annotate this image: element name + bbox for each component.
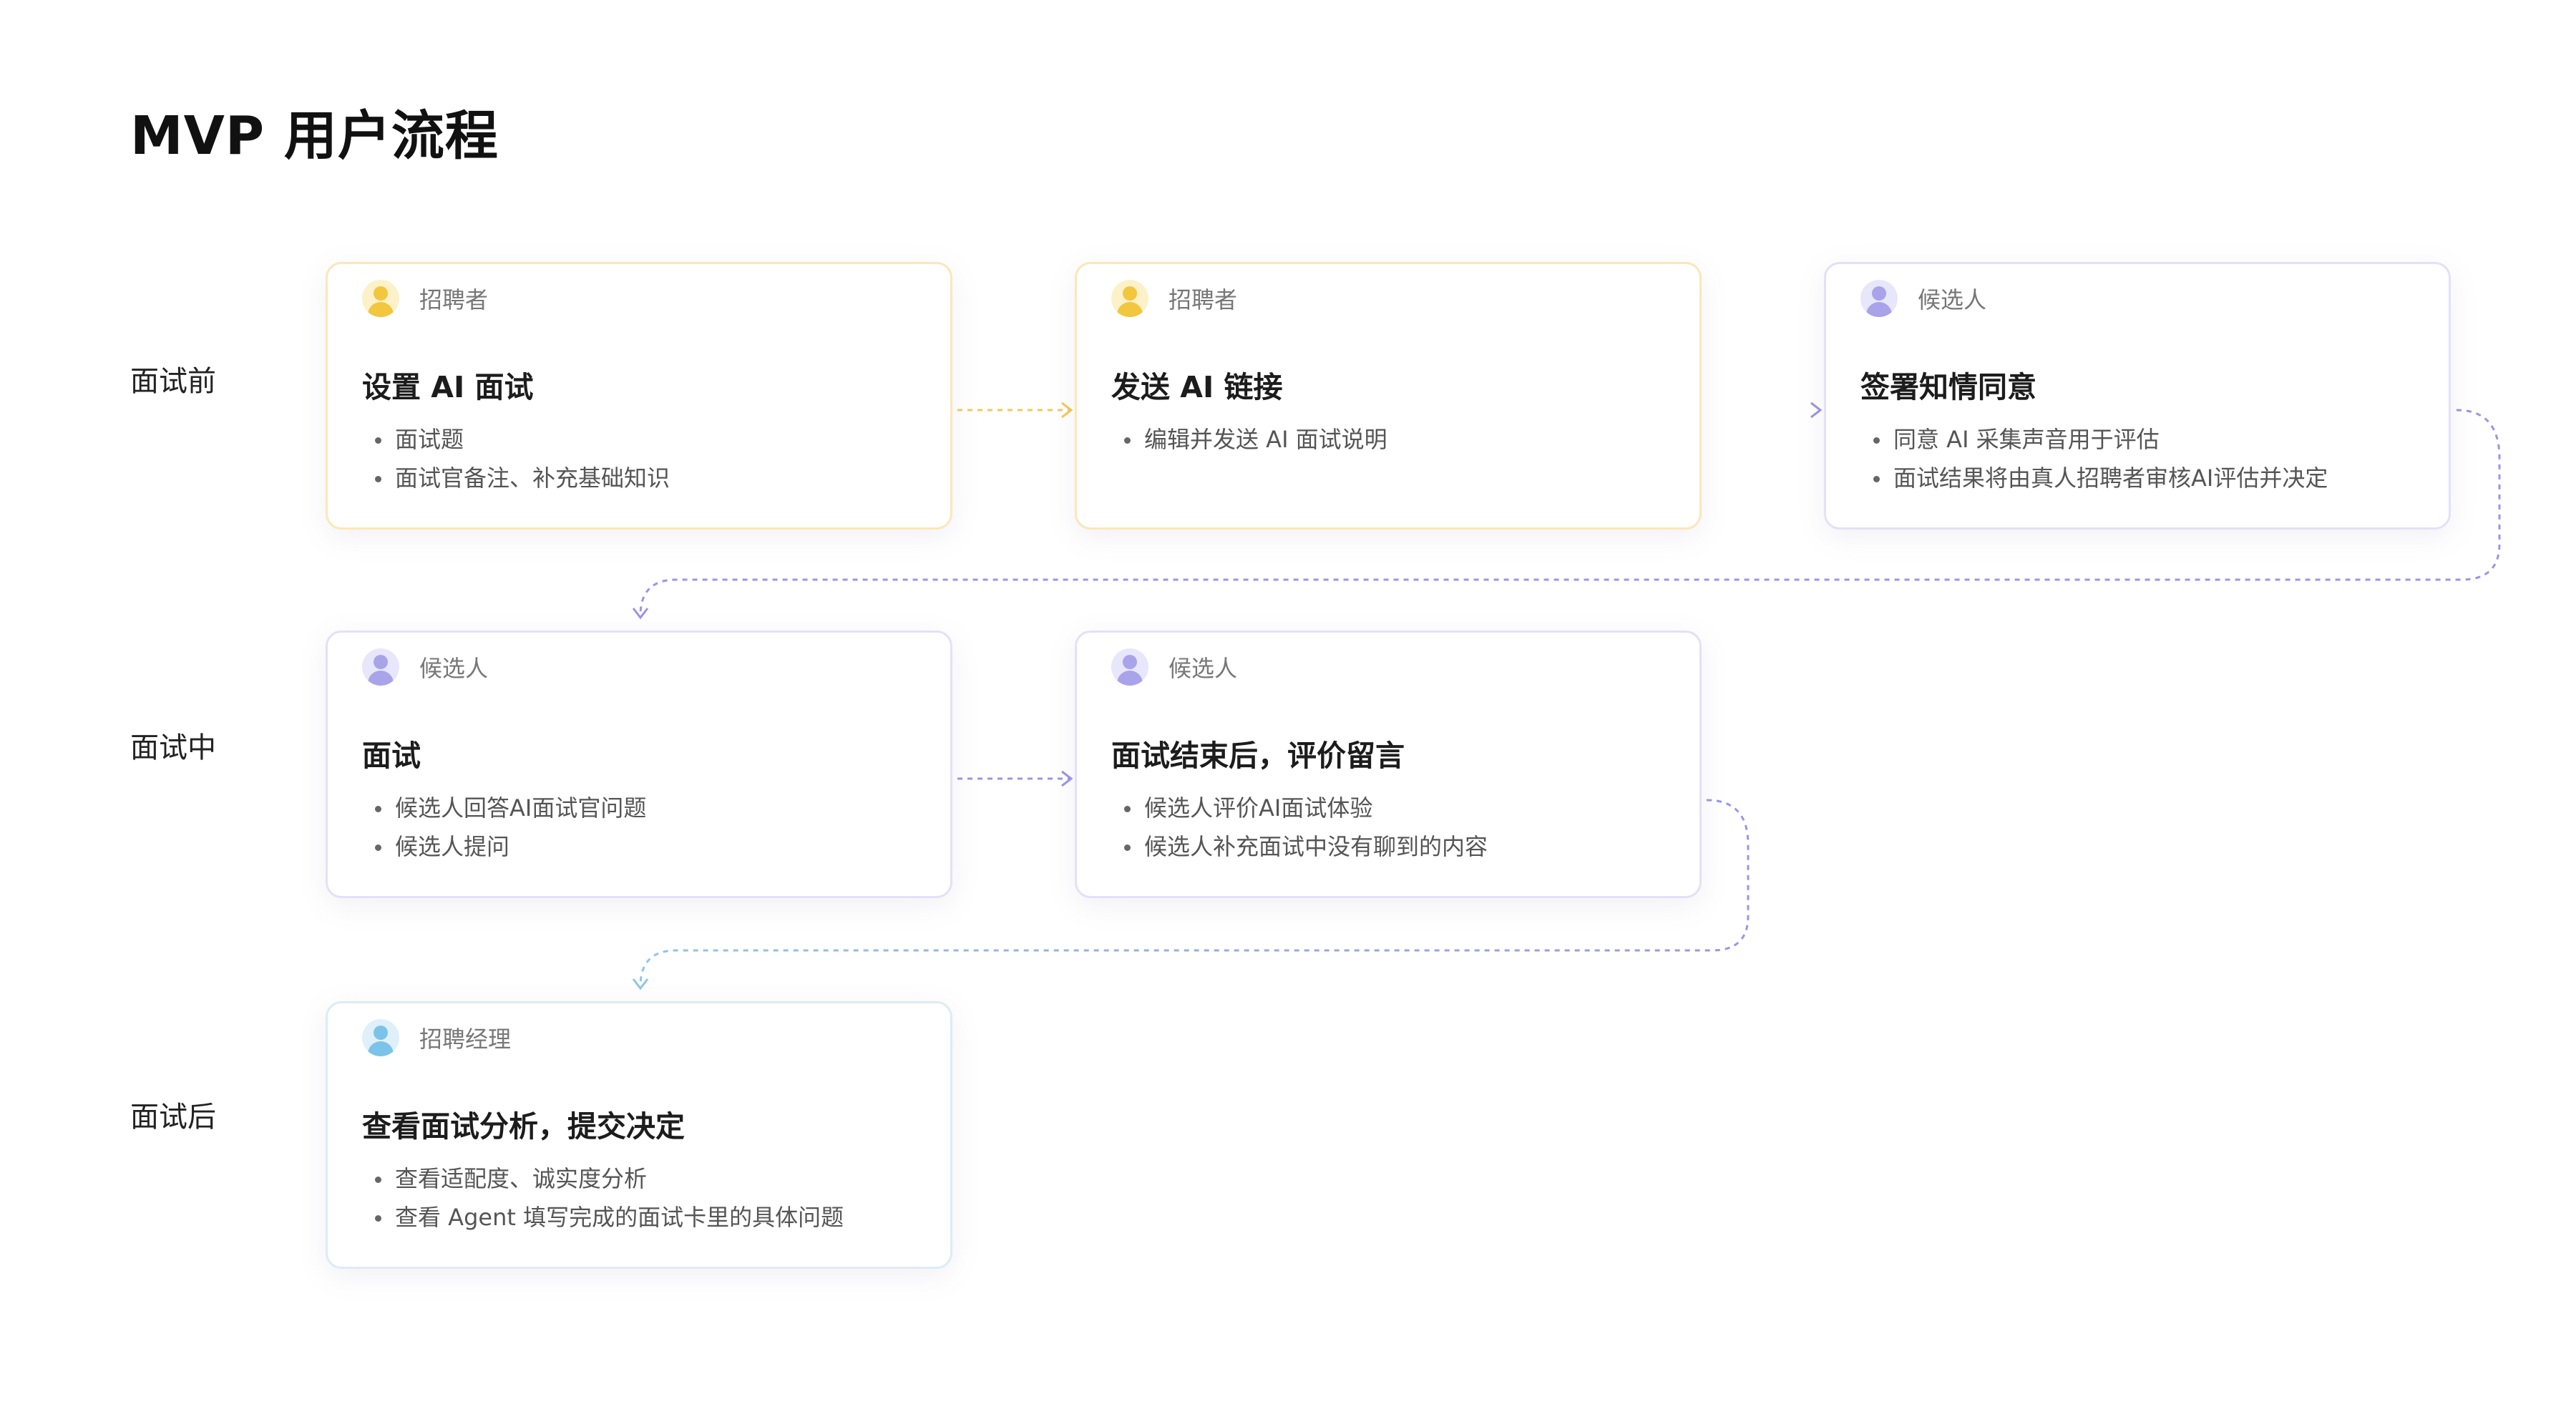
role-label: 招聘经理 [419, 1026, 512, 1053]
bullet-list: 候选人评价AI面试体验 候选人补充面试中没有聊到的内容 [1111, 789, 1488, 866]
user-avatar-icon [362, 648, 399, 686]
connector-4-5 [957, 770, 1073, 787]
bullet-item: 编辑并发送 AI 面试说明 [1111, 420, 1387, 459]
bullet-item: 查看适配度、诚实度分析 [362, 1159, 844, 1198]
role-label: 候选人 [1169, 655, 1238, 682]
role-tag: 招聘经理 [362, 1016, 511, 1059]
bullet-list: 面试题 面试官备注、补充基础知识 [362, 420, 670, 497]
card-title: 面试 [362, 739, 421, 773]
flow-card-interview: 候选人 面试 候选人回答AI面试官问题 候选人提问 [326, 630, 952, 898]
bullet-item: 面试结果将由真人招聘者审核AI评估并决定 [1860, 459, 2328, 497]
bullet-item: 候选人提问 [362, 827, 646, 866]
user-avatar-icon [1111, 280, 1148, 317]
card-title: 签署知情同意 [1860, 370, 2036, 404]
bullet-list: 查看适配度、诚实度分析 查看 Agent 填写完成的面试卡里的具体问题 [362, 1159, 844, 1237]
card-title: 设置 AI 面试 [362, 370, 534, 404]
user-avatar-icon [362, 1019, 399, 1056]
user-avatar-icon [1860, 280, 1898, 317]
flow-card-setup-interview: 招聘者 设置 AI 面试 面试题 面试官备注、补充基础知识 [326, 262, 952, 530]
bullet-item: 面试题 [362, 420, 670, 459]
bullet-item: 面试官备注、补充基础知识 [362, 459, 670, 497]
card-title: 发送 AI 链接 [1111, 370, 1283, 404]
phase-label-after: 面试后 [130, 1101, 216, 1134]
user-avatar-icon [1111, 648, 1148, 686]
bullet-list: 候选人回答AI面试官问题 候选人提问 [362, 789, 646, 866]
role-label: 候选人 [1918, 286, 1987, 313]
card-title: 面试结束后，评价留言 [1111, 739, 1405, 773]
role-tag: 候选人 [1111, 646, 1237, 688]
phase-label-before: 面试前 [130, 365, 216, 398]
bullet-item: 同意 AI 采集声音用于评估 [1860, 420, 2328, 459]
bullet-list: 同意 AI 采集声音用于评估 面试结果将由真人招聘者审核AI评估并决定 [1860, 420, 2328, 497]
card-title: 查看面试分析，提交决定 [362, 1109, 685, 1144]
bullet-item: 候选人回答AI面试官问题 [362, 789, 646, 827]
flow-card-consent: 候选人 签署知情同意 同意 AI 采集声音用于评估 面试结果将由真人招聘者审核A… [1824, 262, 2451, 530]
role-label: 招聘者 [1169, 286, 1238, 313]
role-tag: 招聘者 [362, 277, 488, 320]
flow-card-send-link: 招聘者 发送 AI 链接 编辑并发送 AI 面试说明 [1075, 262, 1702, 530]
bullet-list: 编辑并发送 AI 面试说明 [1111, 420, 1387, 459]
role-tag: 候选人 [1860, 277, 1986, 320]
page-title: MVP 用户流程 [130, 105, 499, 167]
role-tag: 候选人 [362, 646, 488, 688]
connector-1-2 [957, 401, 1073, 419]
role-label: 招聘者 [419, 286, 489, 313]
bullet-item: 候选人评价AI面试体验 [1111, 789, 1488, 827]
bullet-item: 候选人补充面试中没有聊到的内容 [1111, 827, 1488, 866]
connector-2-3 [1707, 401, 1823, 419]
flow-card-review-decision: 招聘经理 查看面试分析，提交决定 查看适配度、诚实度分析 查看 Agent 填写… [326, 1001, 952, 1269]
role-label: 候选人 [419, 655, 489, 682]
phase-label-during: 面试中 [130, 731, 216, 764]
bullet-item: 查看 Agent 填写完成的面试卡里的具体问题 [362, 1198, 844, 1237]
user-avatar-icon [362, 280, 399, 317]
role-tag: 招聘者 [1111, 277, 1237, 320]
flow-card-feedback: 候选人 面试结束后，评价留言 候选人评价AI面试体验 候选人补充面试中没有聊到的… [1075, 630, 1702, 898]
